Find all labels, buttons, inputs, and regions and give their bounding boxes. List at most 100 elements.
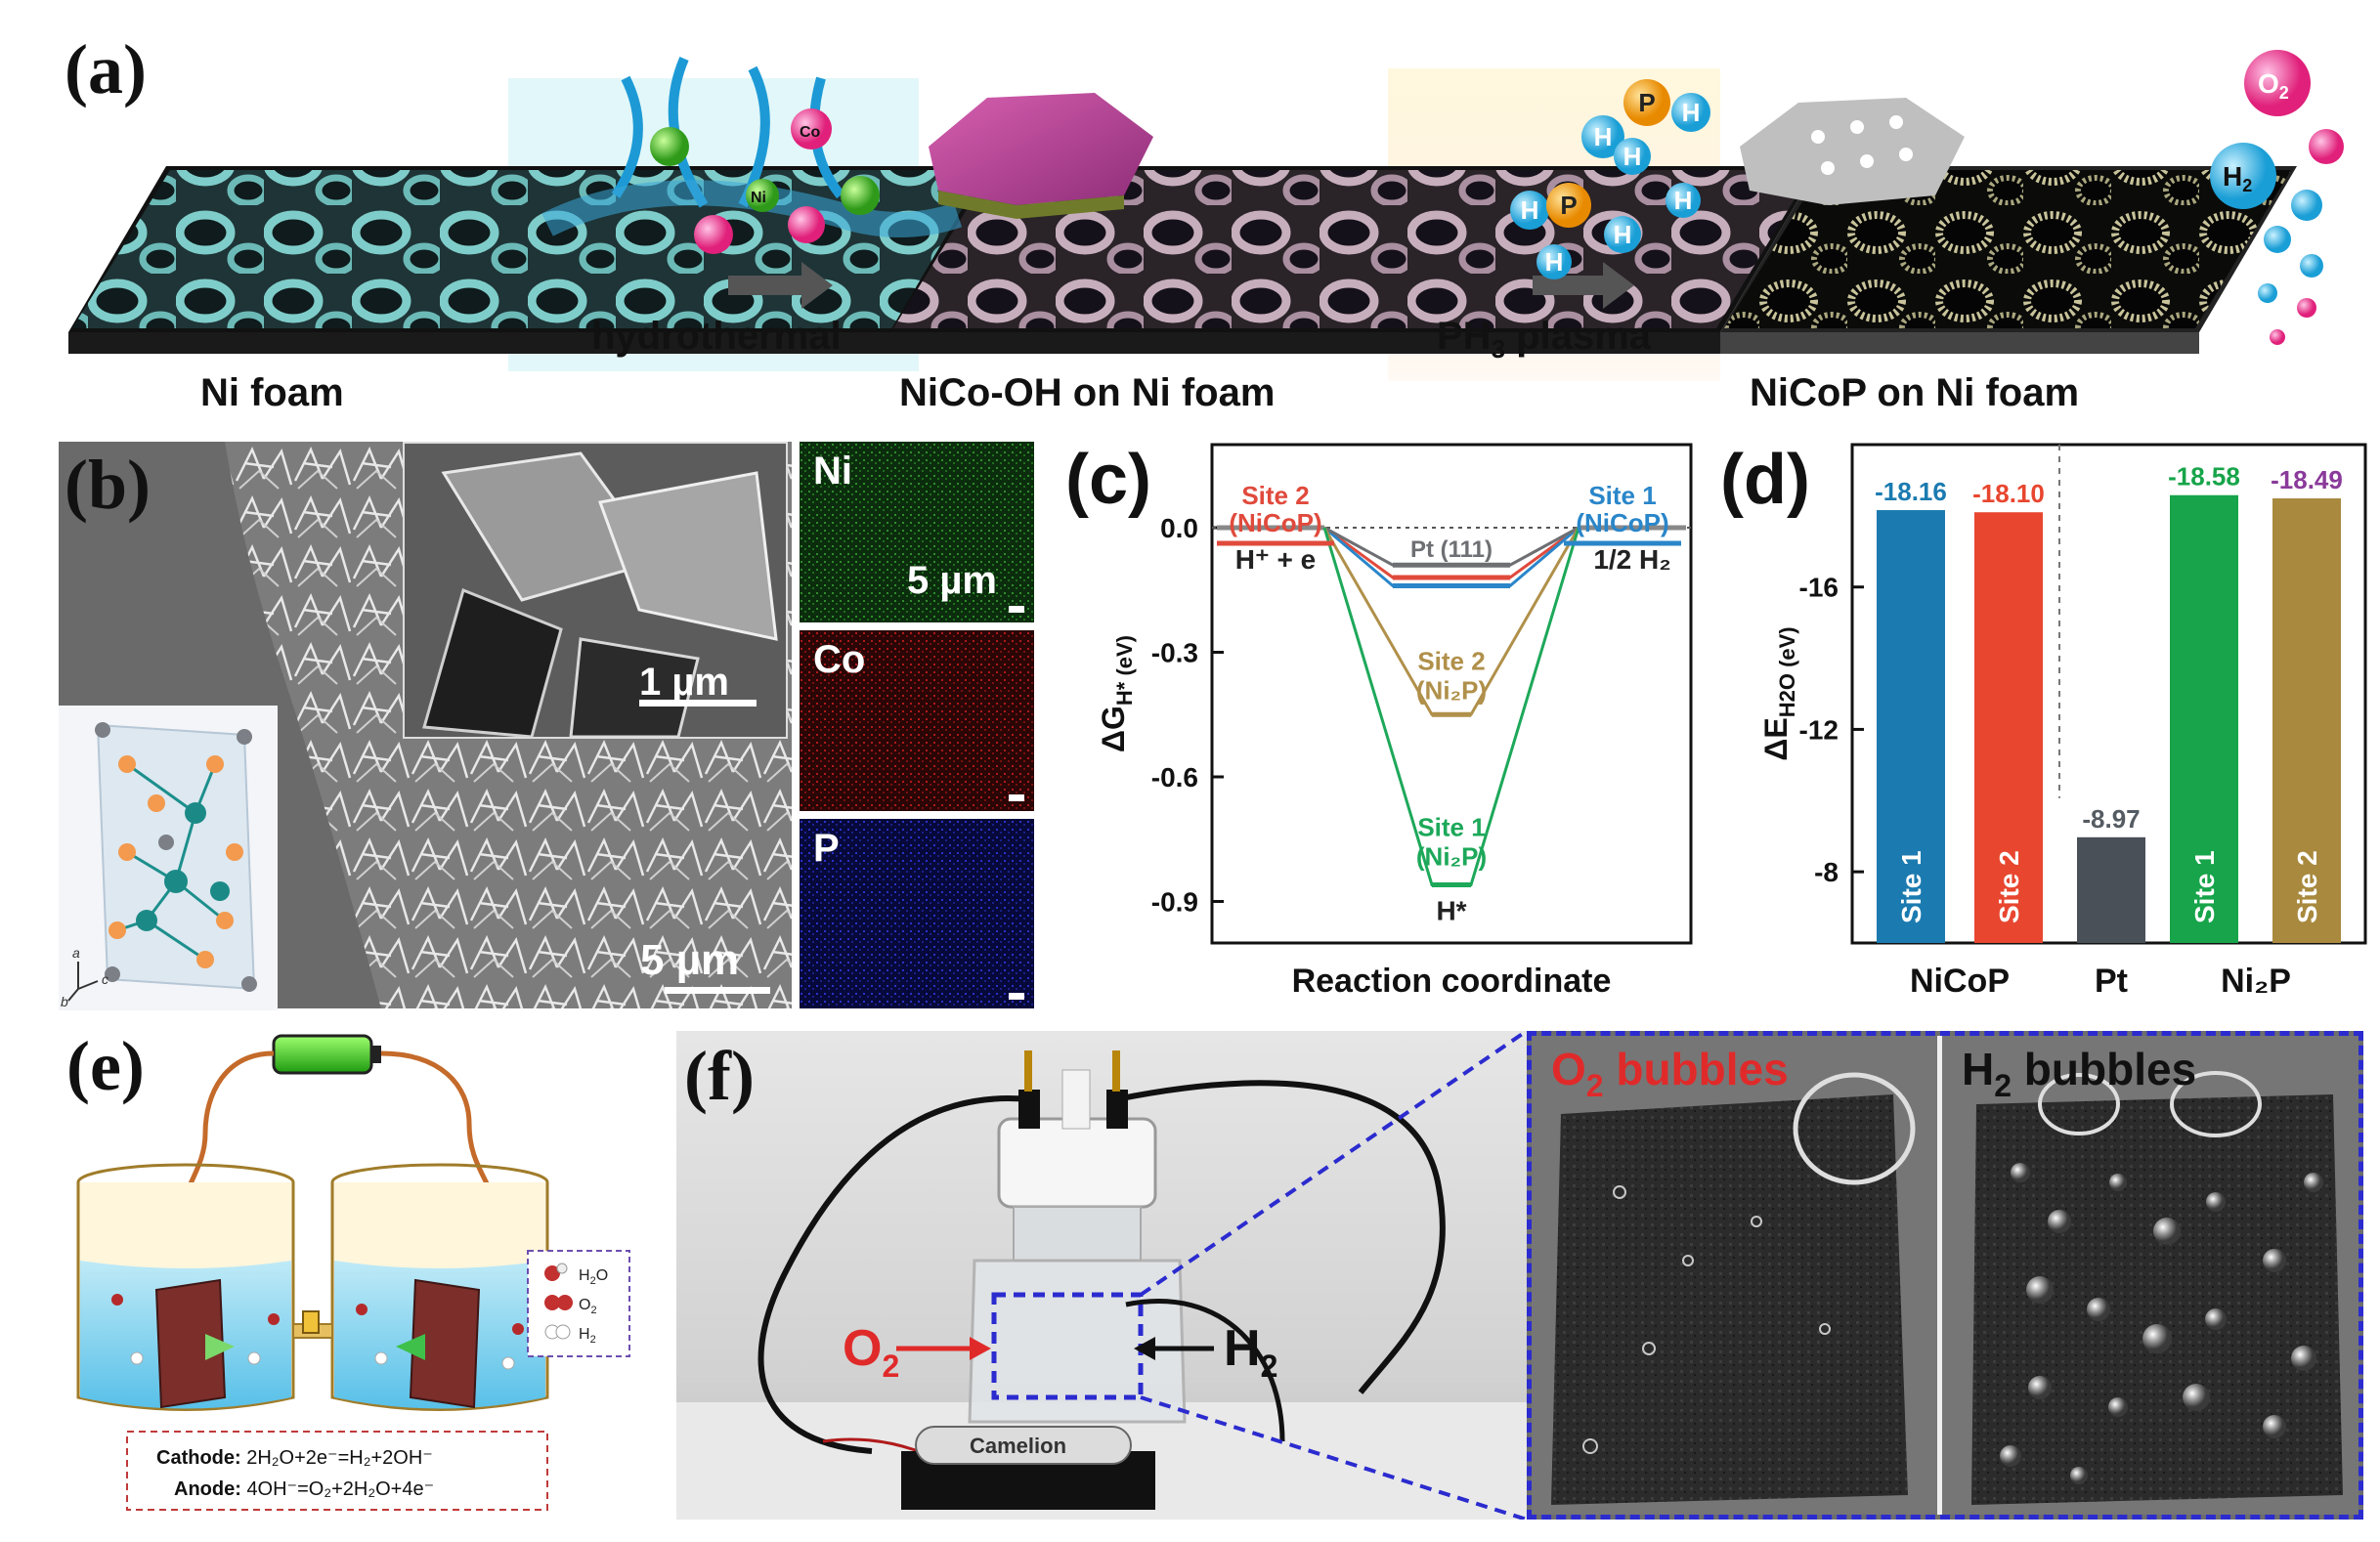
panel-d-label: (d) [1720, 441, 1810, 519]
nicop-label: NiCoP on Ni foam [1750, 371, 2080, 414]
hydrothermal-arrow-icon [728, 262, 833, 309]
chart-c-label-site1-nicop-2: (NiCoP) [1576, 508, 1668, 537]
h2-bubbles-label: H2 bubbles [1962, 1044, 2196, 1103]
panel-b-label: (b) [65, 446, 151, 524]
crystal-axes-icon [67, 962, 99, 1002]
chart-d-bar-1 [1974, 512, 2043, 943]
chart-d-value-label-0: -18.16 [1875, 477, 1947, 506]
sphere-h-4: H [1521, 195, 1539, 225]
anode-arrow-icon [396, 1334, 425, 1360]
chart-c-ylabel: ΔGH* (eV) [1096, 635, 1137, 752]
cathode-arrow-icon [205, 1334, 235, 1360]
panel-e-label: (e) [66, 1027, 145, 1105]
chart-c-state-final: 1/2 H₂ [1593, 544, 1670, 575]
chart-c-label-site2-nicop-2: (NiCoP) [1229, 508, 1321, 537]
main-scale-bar [665, 987, 770, 994]
photo-electrolysis-setup: Camelion O2 H2 [676, 1029, 1529, 1521]
eds-co-scale-bar [1009, 794, 1024, 801]
sphere-h-6: H [1545, 247, 1564, 277]
h2-sphere-text: H2 [2223, 161, 2252, 195]
chart-d-bar-3 [2170, 494, 2238, 943]
eds-co-label: Co [813, 638, 866, 681]
chart-d-bar-label-0: Site 1 [1896, 850, 1926, 923]
sphere-co-text: Co [800, 124, 821, 141]
axis-c: c [102, 971, 108, 987]
chart-c-frame [1210, 443, 1693, 945]
battery-brand: Camelion [970, 1434, 1066, 1458]
sem-inset: 1 µm [403, 442, 788, 739]
legend-h2: H2 [579, 1326, 596, 1346]
panel-f-label: (f) [684, 1037, 755, 1115]
h2-label: H2 [1224, 1320, 1277, 1384]
chart-c-label-site2-nicop-1: Site 2 [1241, 481, 1309, 510]
legend-h2o: H2O [579, 1267, 608, 1287]
ph3-plasma-label: PH3 plasma [1437, 315, 1652, 364]
chart-c-ytick-label: -0.9 [1151, 887, 1198, 918]
o2-bubbles-label: O2 bubbles [1551, 1044, 1789, 1103]
sphere-ni-text: Ni [751, 190, 766, 206]
hydrothermal-label: hydrothermal [591, 315, 842, 358]
plasma-arrow-icon [1533, 262, 1634, 309]
chart-d-value-label-2: -8.97 [2082, 804, 2140, 834]
chart-d-bar-2 [2077, 836, 2145, 943]
chart-d-value-label-4: -18.49 [2271, 465, 2343, 494]
inset-scale-bar [639, 700, 757, 707]
panel-c-label: (c) [1065, 441, 1151, 519]
chart-c-ytick-label: 0.0 [1160, 513, 1198, 543]
eds-p-label: P [813, 827, 840, 870]
chart-d-ytick-label: -16 [1799, 573, 1839, 603]
h2-arrow-icon [1134, 1337, 1155, 1360]
chart-c-state-adsorbed: H* [1436, 896, 1466, 926]
chart-d-value-label-1: -18.10 [1972, 479, 2045, 508]
sphere-h-5: H [1614, 220, 1632, 249]
sphere-h-7: H [1674, 186, 1693, 215]
sphere-h-3: H [1623, 142, 1642, 171]
axis-a: a [72, 945, 80, 961]
chart-d-ytick-label: -12 [1799, 714, 1839, 745]
crystal-structure-inset: a c b [59, 706, 278, 1010]
chart-d-ytick-label: -8 [1814, 857, 1839, 887]
eds-ni-scale-bar [1009, 606, 1024, 613]
chart-c-label-site1-nicop-1: Site 1 [1588, 481, 1656, 510]
reaction-equations-box [126, 1431, 548, 1511]
bubble-zoom-photos: O2 bubbles H2 bubbles [1527, 1031, 2363, 1520]
eds-map-ni: Ni 5 µm [800, 442, 1034, 622]
panel-a-label: (a) [65, 30, 147, 108]
molecule-legend [527, 1250, 630, 1357]
inset-scale-label: 1 µm [639, 661, 729, 704]
sphere-h-1: H [1594, 122, 1613, 151]
chart-d-group-label-1: Pt [2095, 963, 2128, 1000]
battery-icon [272, 1034, 373, 1075]
anode-equation: Anode: 4OH⁻=O₂+2H₂O+4e⁻ [174, 1478, 434, 1500]
main-scale-label: 5 µm [640, 936, 740, 984]
chart-c-label-site2-ni2p-1: Site 2 [1417, 646, 1485, 675]
chart-d-group-label-2: Ni₂P [2221, 963, 2291, 1000]
chart-d-bar-label-4: Site 2 [2292, 850, 2322, 923]
chart-c-ytick-label: -0.3 [1151, 638, 1198, 668]
ni-foam-label: Ni foam [200, 371, 344, 414]
cathode-equation: Cathode: 2H₂O+2e⁻=H₂+2OH⁻ [156, 1447, 433, 1469]
chart-d-ylabel: ΔEH2O (eV) [1758, 626, 1799, 760]
o2-label: O2 [843, 1320, 899, 1384]
sphere-p-1: P [1638, 88, 1655, 117]
chart-c-label-site2-ni2p-2: (Ni₂P) [1416, 675, 1487, 705]
chart-c-label-site1-ni2p-1: Site 1 [1417, 813, 1485, 842]
chart-d-bar-label-3: Site 1 [2189, 850, 2220, 923]
electrolysis-schematic: H2O O2 H2 Cathode: 2H₂O+2e⁻=H₂+2OH⁻ Anod… [76, 1034, 630, 1511]
eds-map-co: Co [800, 630, 1034, 811]
legend-o2: O2 [579, 1297, 597, 1316]
chart-d-bar-label-1: Site 2 [1994, 850, 2024, 923]
chart-c-xlabel: Reaction coordinate [1292, 963, 1612, 1000]
axis-b: b [61, 994, 68, 1009]
sphere-h-2: H [1682, 98, 1701, 127]
chart-c-label-pt: Pt (111) [1410, 536, 1493, 563]
chart-d-group-label-0: NiCoP [1910, 963, 2010, 1000]
eds-ni-scale-label: 5 µm [907, 559, 997, 602]
panel-a-schematic: Ni Co H P H H H P H H H O2 H2 [68, 50, 2344, 381]
chart-d-value-label-3: -18.58 [2168, 462, 2240, 492]
o2-arrow-icon [970, 1337, 991, 1360]
o2-sphere-text: O2 [2258, 68, 2289, 103]
chart-d-bar-0 [1877, 510, 1945, 943]
